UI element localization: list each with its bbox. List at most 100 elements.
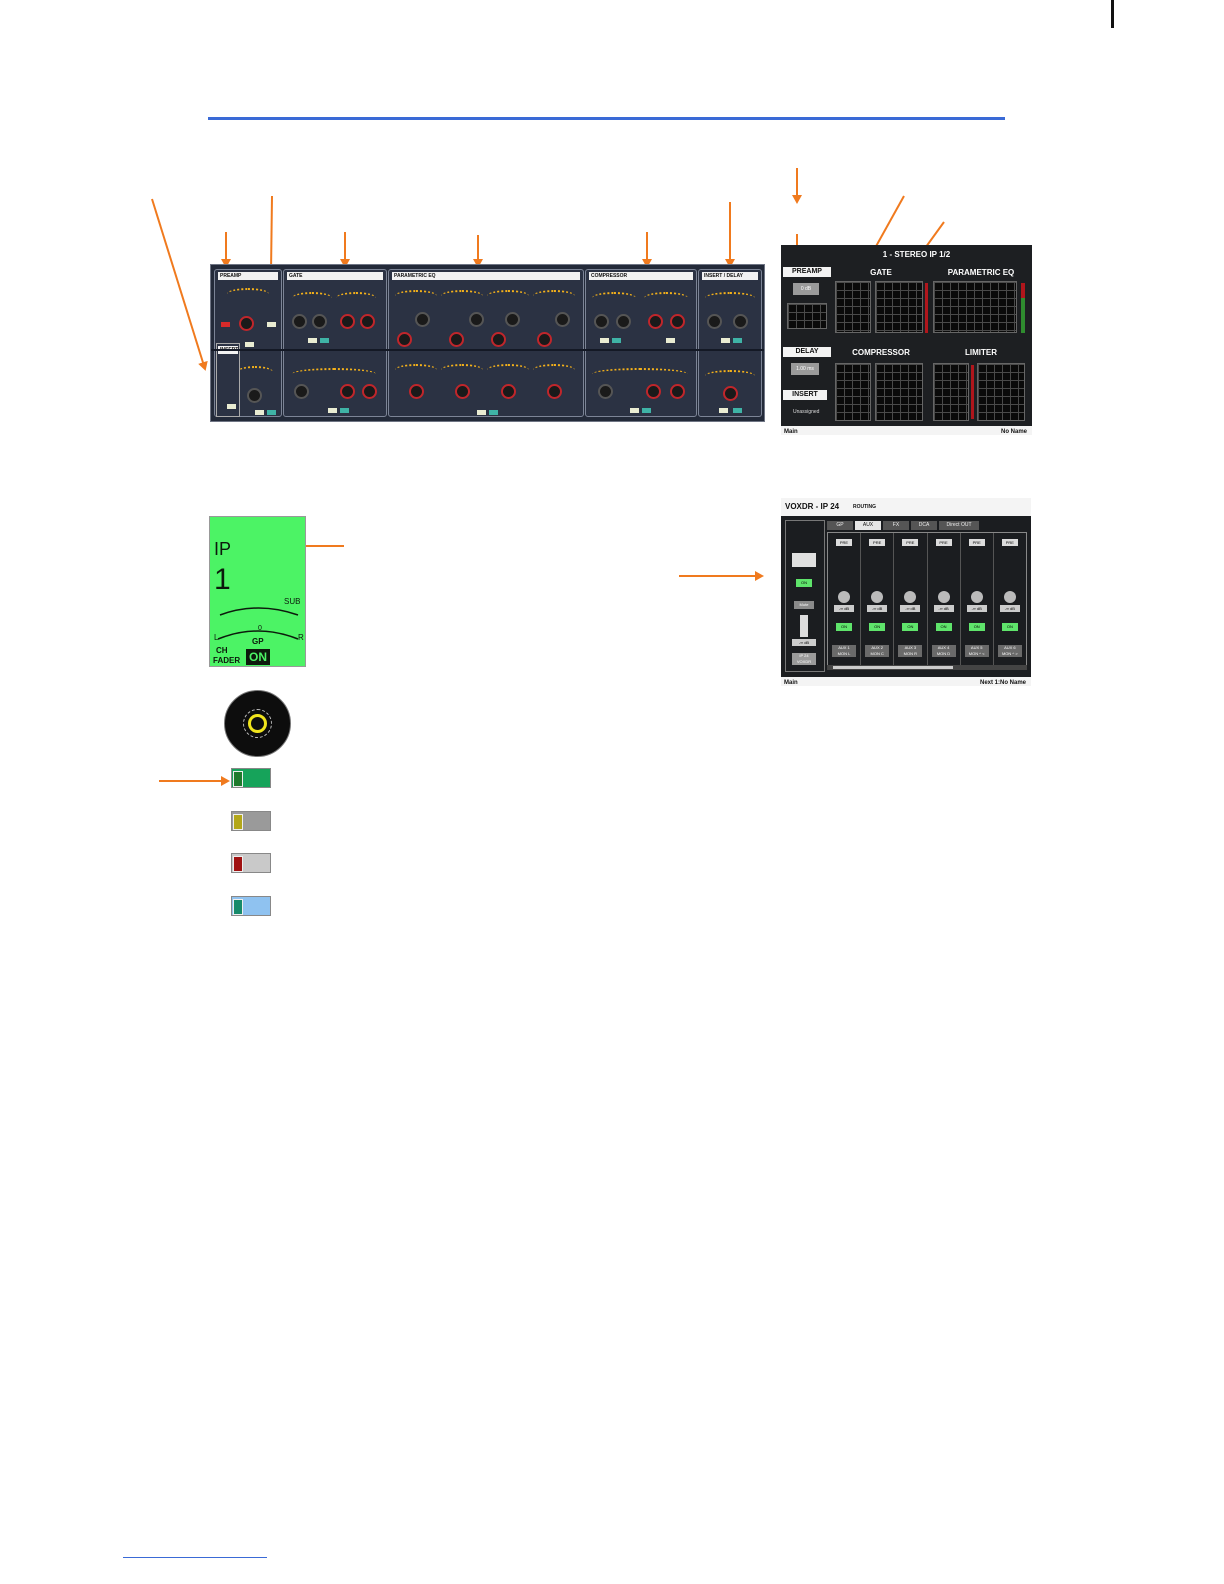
insert-value[interactable]: Unassigned — [793, 409, 820, 415]
switch[interactable] — [267, 410, 276, 415]
switch[interactable] — [340, 408, 349, 413]
aux-strip: PRE -∞ dB ON AUX 2 MON C — [861, 533, 895, 665]
switch[interactable] — [320, 338, 329, 343]
delay-value[interactable]: 1.00 ms — [791, 363, 819, 375]
knob[interactable] — [415, 312, 430, 327]
knob[interactable] — [340, 314, 355, 329]
knob[interactable] — [537, 332, 552, 347]
switch[interactable] — [245, 342, 254, 347]
knob[interactable] — [670, 314, 685, 329]
switch[interactable] — [255, 410, 264, 415]
channel-fader[interactable] — [800, 615, 808, 637]
send-knob[interactable] — [1003, 591, 1016, 603]
gain-knob[interactable] — [239, 316, 254, 331]
tab-gp[interactable]: GP — [827, 521, 853, 530]
pre-button[interactable]: PRE — [836, 539, 852, 546]
knob[interactable] — [547, 384, 562, 399]
trim-knob[interactable] — [247, 388, 262, 403]
send-knob[interactable] — [838, 591, 850, 603]
rotary-encoder[interactable] — [224, 690, 291, 757]
knob[interactable] — [449, 332, 464, 347]
channel-mute-button[interactable]: Mute — [794, 601, 814, 609]
switch[interactable] — [489, 410, 498, 415]
knob[interactable] — [469, 312, 484, 327]
knob[interactable] — [340, 384, 355, 399]
channel-on-button[interactable]: ON — [796, 579, 812, 587]
switch[interactable] — [733, 408, 742, 413]
switch[interactable] — [666, 338, 675, 343]
meter-arc — [237, 366, 273, 378]
scroll-thumb[interactable] — [833, 666, 953, 669]
compressor-label: COMPRESSOR — [852, 348, 910, 357]
knob[interactable] — [594, 314, 609, 329]
aux-name: AUX 1 MON L — [832, 645, 856, 657]
send-on-button[interactable]: ON — [968, 623, 985, 631]
send-on-button[interactable]: ON — [869, 623, 886, 631]
led-key-blue — [231, 896, 271, 916]
send-on-button[interactable]: ON — [836, 623, 852, 631]
knob[interactable] — [555, 312, 570, 327]
pre-button[interactable]: PRE — [902, 539, 919, 546]
switch[interactable] — [308, 338, 317, 343]
knob[interactable] — [360, 314, 375, 329]
knob[interactable] — [733, 314, 748, 329]
knob[interactable] — [362, 384, 377, 399]
knob[interactable] — [707, 314, 722, 329]
meter-arc — [441, 290, 483, 302]
routing-scrollbar[interactable] — [827, 665, 1027, 670]
knob[interactable] — [455, 384, 470, 399]
lcd-pan-right: R — [298, 633, 304, 642]
switch[interactable] — [328, 408, 337, 413]
knob[interactable] — [616, 314, 631, 329]
switch[interactable] — [630, 408, 639, 413]
footer-left: Main — [784, 680, 798, 686]
knob[interactable] — [294, 384, 309, 399]
knob[interactable] — [409, 384, 424, 399]
preamp-label: PREAMP — [783, 267, 831, 277]
pre-button[interactable]: PRE — [1001, 539, 1018, 546]
switch[interactable] — [600, 338, 609, 343]
send-on-button[interactable]: ON — [902, 623, 919, 631]
send-knob[interactable] — [970, 591, 983, 603]
knob[interactable] — [397, 332, 412, 347]
processing-screen: 1 - STEREO IP 1/2 PREAMP GATE PARAMETRIC… — [781, 245, 1032, 435]
encoder-cap — [248, 714, 267, 733]
routing-title: VOXDR - IP 24 — [785, 502, 840, 511]
tab-aux[interactable]: AUX — [855, 521, 881, 530]
send-on-button[interactable]: ON — [935, 623, 952, 631]
knob[interactable] — [598, 384, 613, 399]
tab-dca[interactable]: DCA — [911, 521, 937, 530]
pre-button[interactable]: PRE — [968, 539, 985, 546]
send-on-button[interactable]: ON — [1001, 623, 1018, 631]
switch[interactable] — [477, 410, 486, 415]
meter-arc — [533, 364, 575, 376]
pre-button[interactable]: PRE — [869, 539, 886, 546]
limiter-graph — [933, 363, 969, 421]
switch[interactable] — [221, 322, 230, 327]
arrow-insert — [151, 198, 208, 371]
switch[interactable] — [733, 338, 742, 343]
preamp-value[interactable]: 0 dB — [793, 283, 819, 295]
switch[interactable] — [721, 338, 730, 343]
insert-switch[interactable] — [227, 404, 236, 409]
send-knob[interactable] — [904, 591, 917, 603]
knob[interactable] — [670, 384, 685, 399]
tab-direct-out[interactable]: Direct OUT — [939, 521, 979, 530]
send-knob[interactable] — [871, 591, 884, 603]
knob[interactable] — [501, 384, 516, 399]
knob[interactable] — [505, 312, 520, 327]
knob[interactable] — [312, 314, 327, 329]
pre-button[interactable]: PRE — [935, 539, 952, 546]
knob[interactable] — [723, 386, 738, 401]
encoder-ring — [243, 709, 272, 738]
switch[interactable] — [719, 408, 728, 413]
send-knob[interactable] — [937, 591, 950, 603]
switch[interactable] — [642, 408, 651, 413]
switch[interactable] — [612, 338, 621, 343]
knob[interactable] — [491, 332, 506, 347]
tab-fx[interactable]: FX — [883, 521, 909, 530]
knob[interactable] — [648, 314, 663, 329]
knob[interactable] — [646, 384, 661, 399]
knob[interactable] — [292, 314, 307, 329]
switch[interactable] — [267, 322, 276, 327]
